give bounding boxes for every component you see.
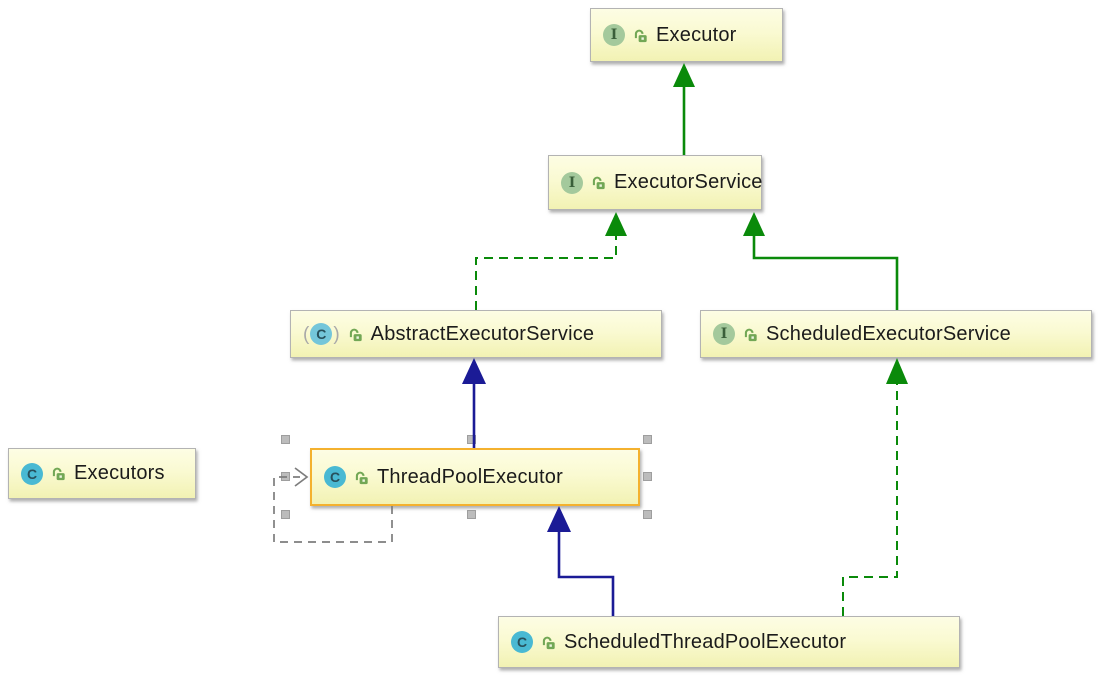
public-lock-icon [634,29,647,42]
edge-executorservice-extends-executor[interactable] [673,63,695,155]
node-label: ExecutorService [614,171,763,193]
edge-scheduledexecutorservice-extends-executorservice[interactable] [743,212,899,310]
selection-handle[interactable] [467,435,476,444]
edge-scheduledthreadpoolexecutor-extends-threadpoolexecutor[interactable] [547,506,615,616]
node-executor-service[interactable]: I ExecutorService [548,155,762,210]
selection-handle[interactable] [467,510,476,519]
public-lock-icon [349,328,362,341]
node-scheduled-thread-pool-executor[interactable]: C ScheduledThreadPoolExecutor [498,616,960,668]
class-icon: C [511,631,533,653]
abstract-class-icon: (C) [303,323,340,345]
node-thread-pool-executor[interactable]: C ThreadPoolExecutor [310,448,640,506]
class-icon: C [21,462,43,485]
interface-icon: I [603,24,625,46]
node-abstract-executor-service[interactable]: (C) AbstractExecutorService [290,310,662,358]
node-label: ThreadPoolExecutor [377,465,563,488]
edge-abstractexecutorservice-implements-executorservice[interactable] [475,212,627,310]
node-label: Executor [656,23,737,46]
selection-handle[interactable] [643,472,652,481]
node-label: Executors [74,462,165,484]
public-lock-icon [592,176,605,190]
node-executor[interactable]: I Executor [590,8,783,62]
node-executors[interactable]: C Executors [8,448,196,499]
node-scheduled-executor-service[interactable]: I ScheduledExecutorService [700,310,1092,358]
node-label: AbstractExecutorService [370,322,595,345]
public-lock-icon [52,467,65,481]
interface-icon: I [713,323,735,345]
class-icon: C [324,466,346,488]
node-label: ScheduledThreadPoolExecutor [564,630,847,653]
public-lock-icon [355,471,368,484]
public-lock-icon [744,328,757,341]
selection-handle[interactable] [281,435,290,444]
selection-handle[interactable] [643,510,652,519]
edge-scheduledthreadpoolexecutor-implements-scheduledexecutorservice[interactable] [842,358,908,616]
public-lock-icon [542,636,555,649]
selection-handle[interactable] [281,510,290,519]
interface-icon: I [561,171,583,194]
selection-handle[interactable] [281,472,290,481]
selection-handle[interactable] [643,435,652,444]
node-label: ScheduledExecutorService [766,322,1011,345]
